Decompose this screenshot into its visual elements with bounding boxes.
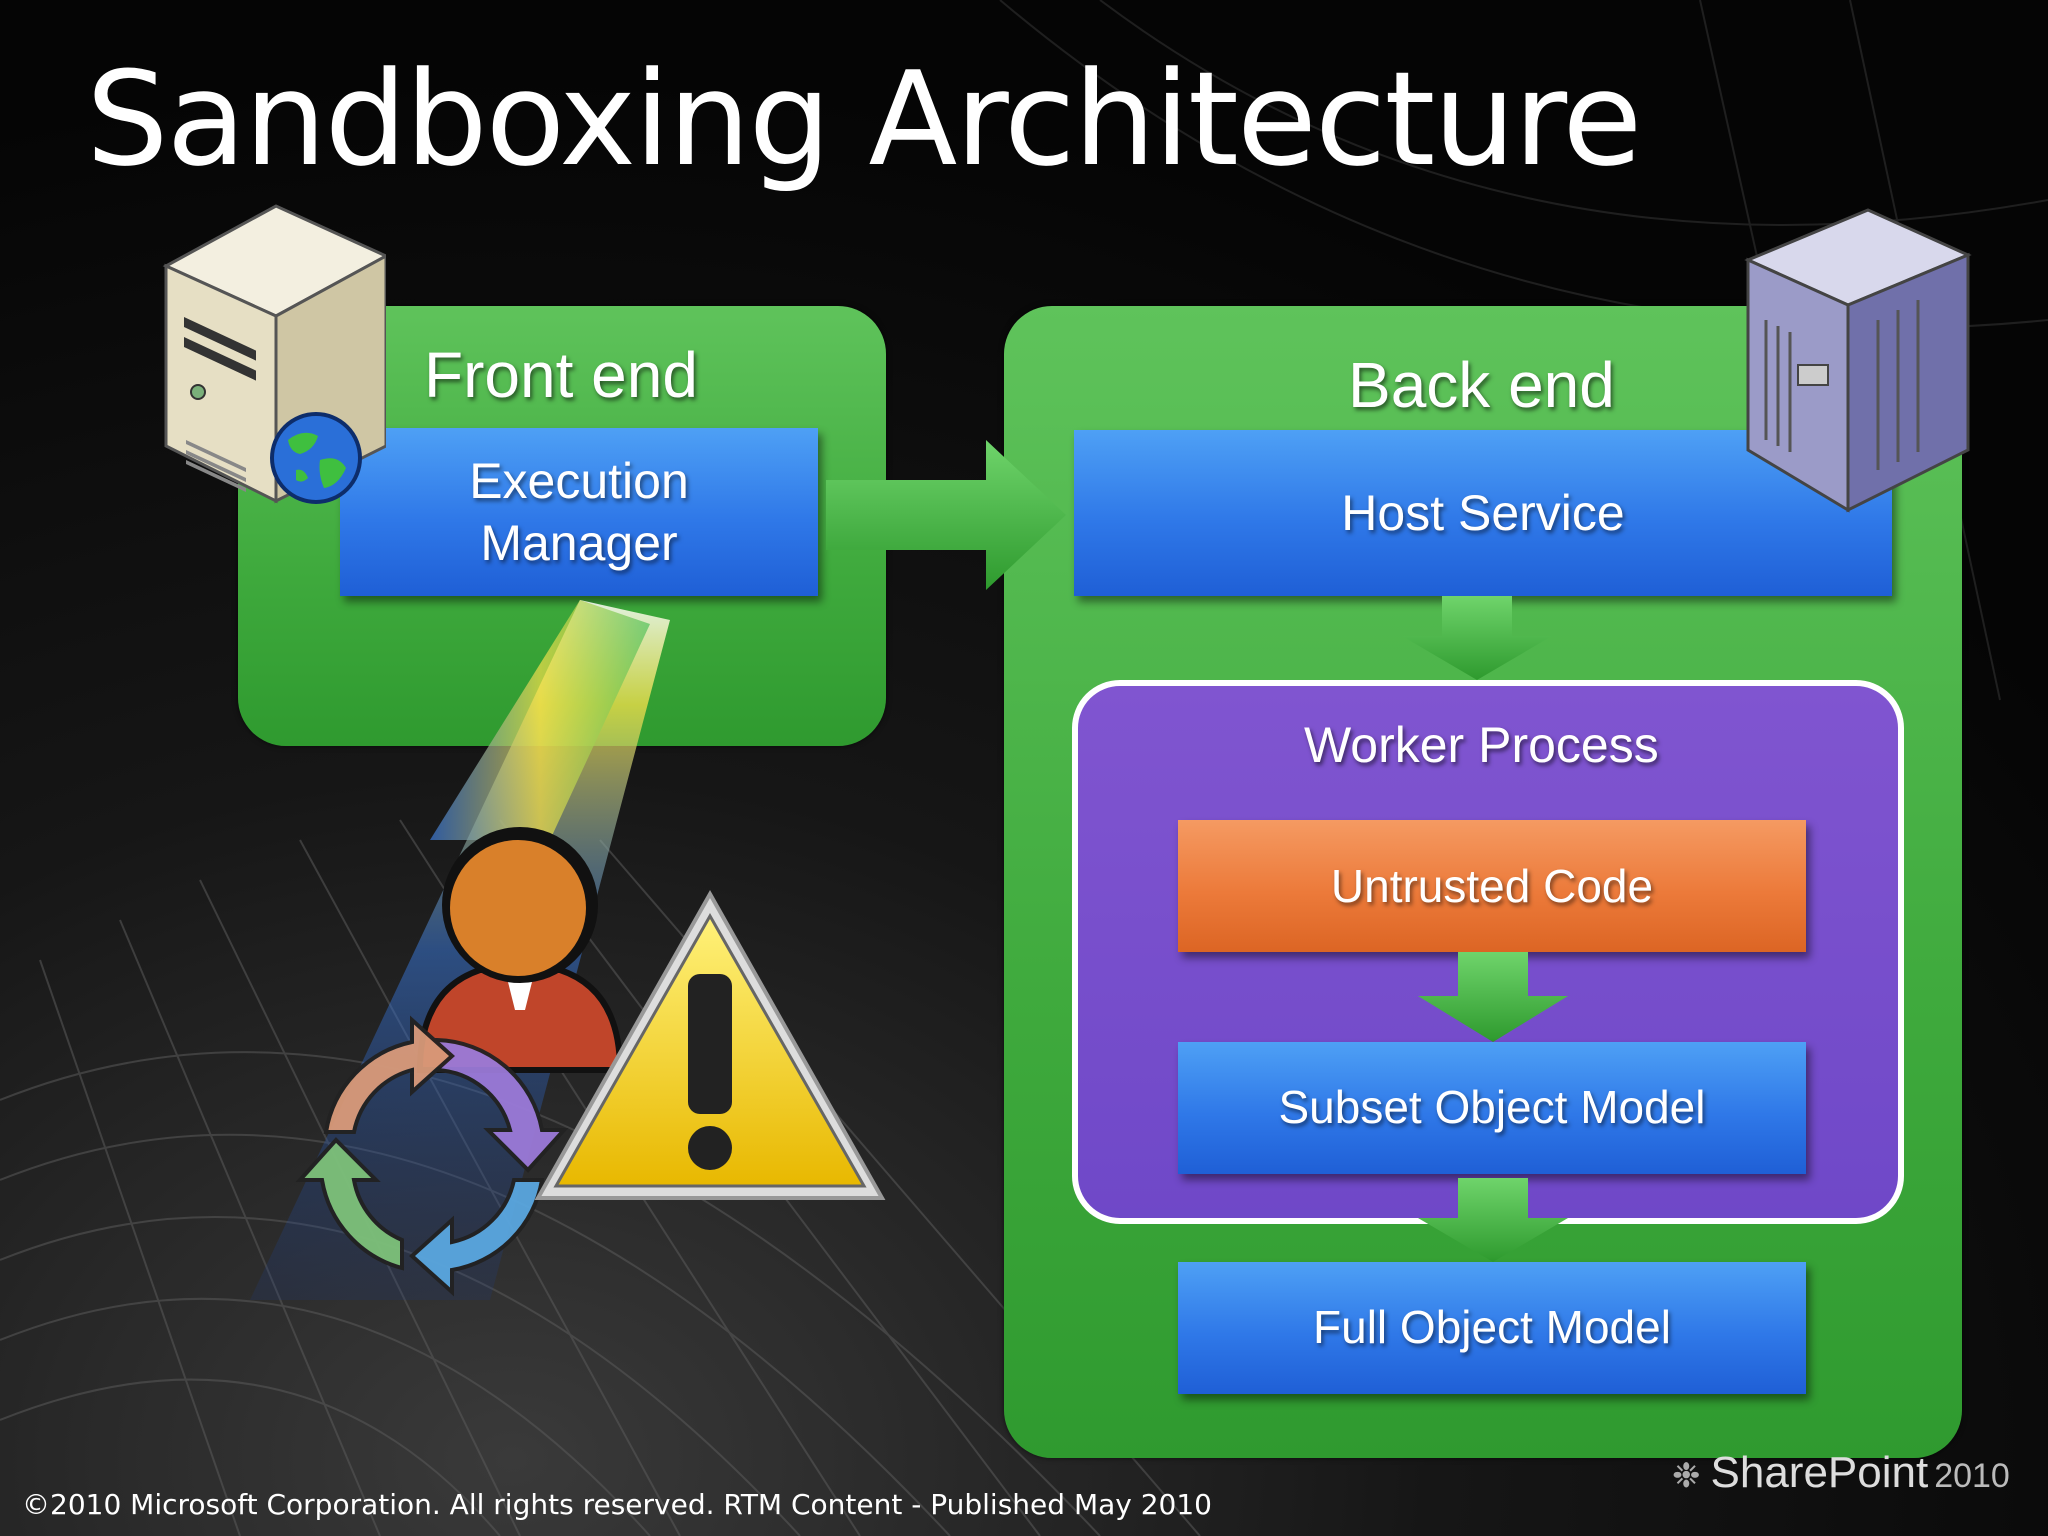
globe-icon bbox=[270, 412, 362, 504]
copyright-footer: ©2010 Microsoft Corporation. All rights … bbox=[22, 1488, 1212, 1521]
user-icon bbox=[416, 827, 624, 1073]
sharepoint-logo-icon: ❉ bbox=[1672, 1457, 1701, 1495]
host-service-box: Host Service bbox=[1074, 430, 1892, 596]
cycle-arrows-icon bbox=[295, 1015, 569, 1297]
subset-object-model-box: Subset Object Model bbox=[1178, 1042, 1806, 1174]
brand-year: 2010 bbox=[1934, 1457, 2010, 1495]
untrusted-code-label: Untrusted Code bbox=[1330, 860, 1654, 912]
warning-icon bbox=[534, 889, 886, 1200]
subset-object-model-label: Subset Object Model bbox=[1278, 1081, 1706, 1134]
front-to-back-arrow bbox=[826, 440, 1066, 590]
host-to-worker-arrow bbox=[1402, 596, 1552, 680]
worker-process-label: Worker Process bbox=[1304, 717, 1659, 773]
front-end-server-icon bbox=[162, 204, 386, 504]
full-object-model-label: Full Object Model bbox=[1313, 1301, 1671, 1354]
back-end-label: Back end bbox=[1348, 349, 1615, 421]
brand-name: SharePoint bbox=[1710, 1448, 1929, 1497]
subset-to-full-arrow bbox=[1418, 1178, 1568, 1262]
slide-title: Sandboxing Architecture bbox=[86, 43, 1642, 195]
host-service-label: Host Service bbox=[1341, 484, 1625, 541]
front-end-label: Front end bbox=[424, 339, 698, 411]
untrusted-to-subset-arrow bbox=[1418, 952, 1568, 1042]
execution-manager-label: Execution Manager bbox=[469, 452, 689, 572]
back-end-server-icon bbox=[1744, 208, 1972, 513]
untrusted-code-box: Untrusted Code bbox=[1178, 820, 1806, 952]
execution-manager-box: Execution Manager bbox=[340, 428, 818, 596]
full-object-model-box: Full Object Model bbox=[1178, 1262, 1806, 1394]
